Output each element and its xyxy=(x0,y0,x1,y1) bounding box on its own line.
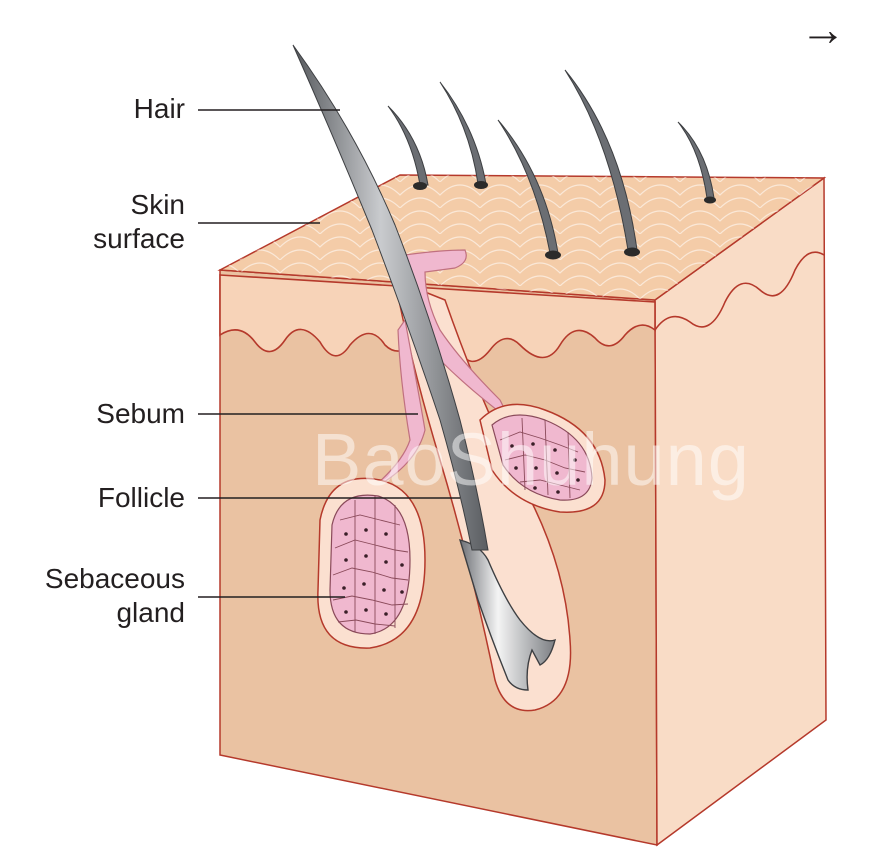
sebaceous-gland-label: Sebaceous gland xyxy=(5,562,185,630)
follicle-label: Follicle xyxy=(40,481,185,515)
skin-surface-label-line1: Skin xyxy=(40,188,185,222)
watermark: BaoShuhung xyxy=(312,420,750,500)
hair-label: Hair xyxy=(90,92,185,126)
sebaceous-gland-label-line1: Sebaceous xyxy=(5,562,185,596)
sebum-label: Sebum xyxy=(40,397,185,431)
sebaceous-gland-left xyxy=(318,478,425,648)
next-arrow-icon[interactable]: → xyxy=(800,6,846,52)
skin-surface-label: Skin surface xyxy=(40,188,185,256)
skin-surface-label-line2: surface xyxy=(40,222,185,256)
sebaceous-gland-label-line2: gland xyxy=(5,596,185,630)
